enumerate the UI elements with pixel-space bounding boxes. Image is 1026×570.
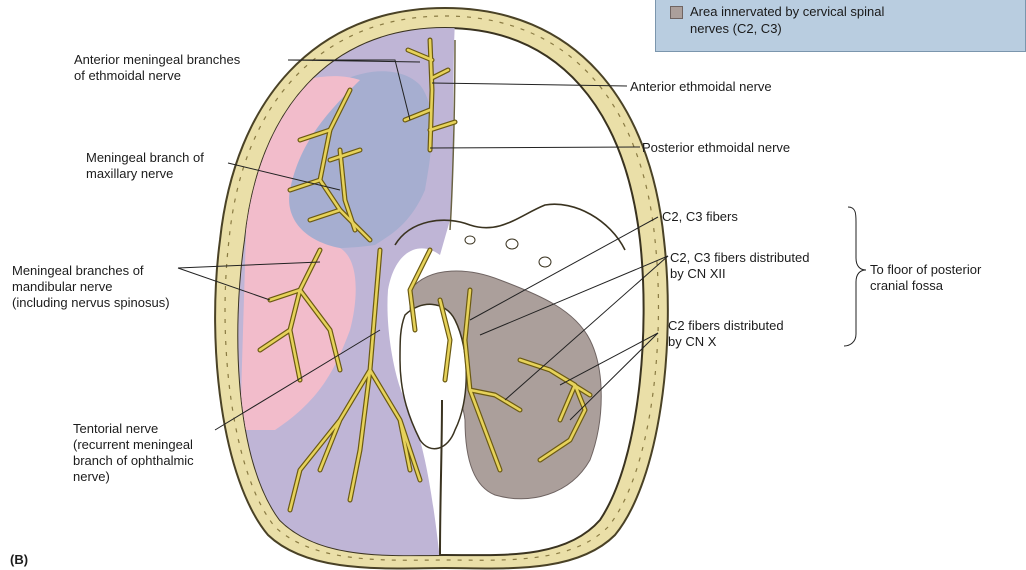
label-c2c3-fibers: C2, C3 fibers: [662, 209, 738, 225]
panel-label: (B): [10, 552, 28, 568]
label-line: by CN XII: [670, 266, 809, 282]
label-line: nerve): [73, 469, 194, 485]
label-line: C2, C3 fibers distributed: [670, 250, 809, 266]
label-tentorial: Tentorial nerve (recurrent meningeal bra…: [73, 421, 194, 485]
label-mandibular: Meningeal branches of mandibular nerve (…: [12, 263, 170, 311]
label-line: branch of ophthalmic: [73, 453, 194, 469]
label-line: cranial fossa: [870, 278, 981, 294]
label-anterior-ethmoidal: Anterior ethmoidal nerve: [630, 79, 772, 95]
label-maxillary: Meningeal branch of maxillary nerve: [86, 150, 204, 182]
label-line: of ethmoidal nerve: [74, 68, 240, 84]
label-line: (recurrent meningeal: [73, 437, 194, 453]
label-line: by CN X: [668, 334, 784, 350]
label-anterior-meningeal: Anterior meningeal branches of ethmoidal…: [74, 52, 240, 84]
label-line: maxillary nerve: [86, 166, 204, 182]
label-line: mandibular nerve: [12, 279, 170, 295]
label-c2c3-cn-xii: C2, C3 fibers distributed by CN XII: [670, 250, 809, 282]
label-c2-cn-x: C2 fibers distributed by CN X: [668, 318, 784, 350]
label-line: Meningeal branch of: [86, 150, 204, 166]
label-line: Meningeal branches of: [12, 263, 170, 279]
label-posterior-ethmoidal: Posterior ethmoidal nerve: [642, 140, 790, 156]
label-line: Anterior meningeal branches: [74, 52, 240, 68]
label-floor-posterior-fossa: To floor of posterior cranial fossa: [870, 262, 981, 294]
label-line: C2 fibers distributed: [668, 318, 784, 334]
label-line: Tentorial nerve: [73, 421, 194, 437]
label-line: (including nervus spinosus): [12, 295, 170, 311]
label-line: To floor of posterior: [870, 262, 981, 278]
